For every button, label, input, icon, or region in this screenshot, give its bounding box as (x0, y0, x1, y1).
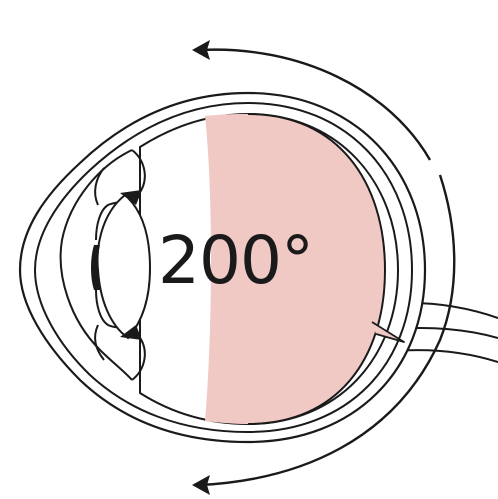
field-of-view-label: 200° (158, 228, 313, 294)
